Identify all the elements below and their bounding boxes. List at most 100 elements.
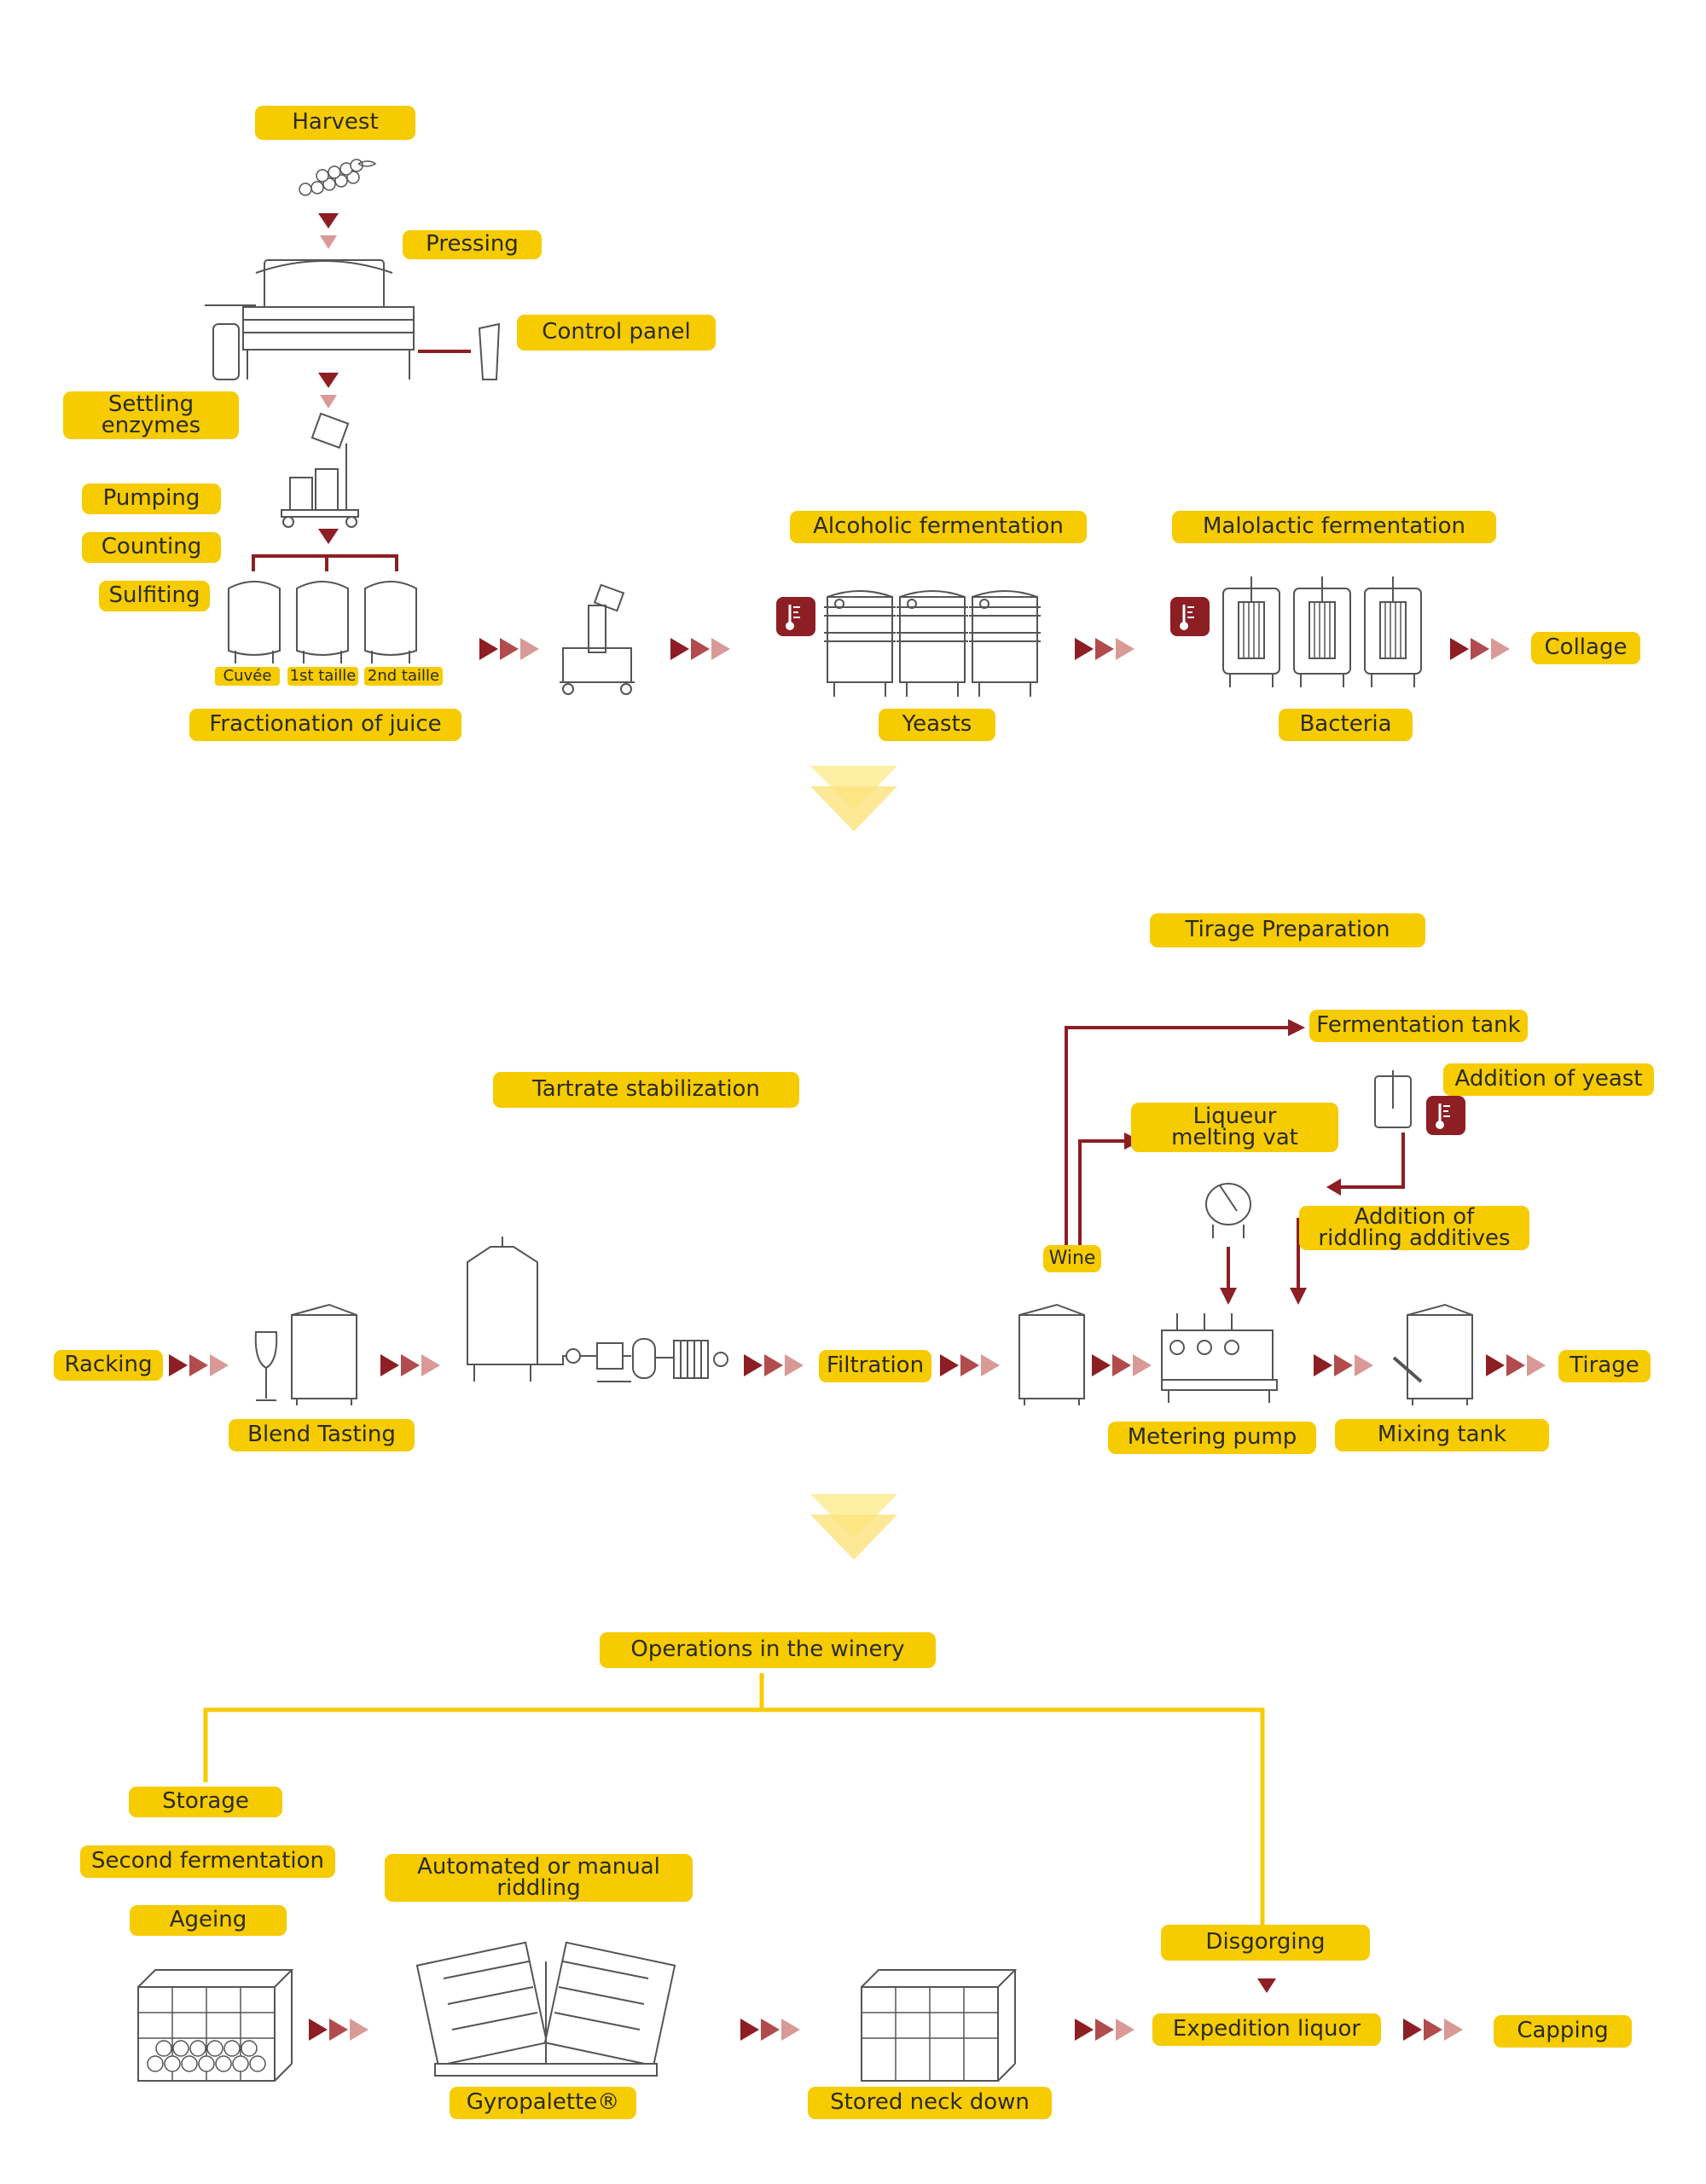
label-second-taille: 2nd taille (364, 667, 443, 686)
riddling-additives-connector (1341, 1133, 1405, 1189)
flow-arrow (380, 1354, 440, 1376)
flow-arrow (1075, 638, 1134, 660)
flow-arrow (1314, 1354, 1373, 1376)
bottle-stack (147, 2040, 266, 2072)
operations-branch-line (203, 1673, 1265, 1929)
blending-tank (291, 1304, 357, 1406)
section-separator-1 (810, 766, 897, 831)
label-metering-pump: Metering pump (1108, 1422, 1316, 1454)
label-addition-of-yeast: Addition of yeast (1443, 1063, 1654, 1096)
label-racking: Racking (54, 1350, 163, 1381)
label-settling-enzymes: Settling enzymes (63, 391, 239, 439)
flow-arrow (670, 638, 730, 660)
flow-arrow (1075, 2019, 1134, 2041)
label-liqueur-melting-vat: Liqueur melting vat (1131, 1103, 1338, 1152)
metering-pump-machine (1161, 1313, 1278, 1403)
wine-glass-icon (254, 1331, 278, 1401)
label-disgorging: Disgorging (1161, 1925, 1370, 1961)
arrow-head (1290, 1288, 1307, 1305)
label-cuvee: Cuvée (215, 667, 280, 686)
arrow-head (1288, 1019, 1305, 1036)
mixer-paddle (1392, 1356, 1423, 1383)
wine-tank (1018, 1304, 1085, 1406)
pump-cart (559, 583, 635, 695)
label-capping: Capping (1494, 2015, 1632, 2048)
control-panel-device (478, 322, 501, 380)
press-machine (205, 259, 415, 380)
flow-arrow (1092, 1354, 1152, 1376)
flow-down-arrow (318, 529, 339, 544)
label-storage: Storage (129, 1787, 282, 1817)
label-pumping: Pumping (82, 484, 221, 514)
arrow-head (1326, 1179, 1341, 1196)
label-wine: Wine (1043, 1245, 1101, 1272)
label-ageing: Ageing (130, 1905, 287, 1936)
mixing-tank-vessel (1407, 1304, 1473, 1406)
flow-down-arrow (320, 235, 337, 249)
flow-arrow (169, 1354, 229, 1376)
label-tirage-preparation: Tirage Preparation (1150, 913, 1425, 947)
label-pressing: Pressing (403, 230, 542, 259)
flow-arrow (479, 638, 539, 660)
label-mixing-tank: Mixing tank (1335, 1419, 1549, 1451)
wine-to-liqueur-vat-line-2 (1078, 1139, 1124, 1252)
section-3-winery (137, 1673, 1463, 2082)
label-harvest: Harvest (255, 106, 415, 140)
riddling-line-2: riddling (496, 1875, 581, 1901)
section-separator-2 (810, 1494, 897, 1560)
flow-down-arrow (318, 373, 339, 388)
riddling-additives-line-2: riddling additives (1318, 1225, 1511, 1251)
settling-line-1: Settling (107, 391, 194, 418)
section-2-tirage (169, 1019, 1546, 1406)
grapes-icon (299, 159, 377, 196)
tartrate-stabilization-unit (467, 1237, 728, 1382)
liqueur-line-2: melting vat (1171, 1125, 1298, 1150)
neck-down-cage (861, 1969, 1016, 2082)
liqueur-line-1: Liqueur (1192, 1104, 1277, 1130)
label-counting: Counting (82, 532, 221, 563)
label-sulfiting: Sulfiting (99, 581, 210, 611)
cuvee-tank (228, 581, 281, 664)
thermometer-icon (1425, 1094, 1467, 1137)
label-riddling: Automated or manual riddling (385, 1854, 693, 1902)
flow-arrow (309, 2019, 368, 2041)
flow-down-arrow (318, 213, 339, 229)
label-fractionation: Fractionation of juice (189, 709, 461, 741)
flow-arrow (940, 1354, 1000, 1376)
label-operations-in-the-winery: Operations in the winery (600, 1632, 936, 1668)
fractionation-bracket (252, 554, 398, 571)
thermometer-icon (1169, 595, 1211, 638)
label-first-taille: 1st taille (287, 667, 358, 686)
label-yeasts: Yeasts (879, 709, 995, 741)
fermentation-tank-2 (896, 590, 969, 698)
riddling-additives-line-1: Addition of (1354, 1204, 1475, 1231)
flow-arrow (1486, 1354, 1546, 1376)
riddling-line-1: Automated or manual (417, 1854, 660, 1880)
label-second-fermentation: Second fermentation (80, 1845, 335, 1878)
malolactic-tank-1 (1222, 576, 1280, 688)
settling-line-2: enzymes (101, 413, 201, 438)
label-bacteria: Bacteria (1279, 709, 1413, 741)
yeast-tank (1374, 1070, 1412, 1128)
flow-arrow (740, 2019, 800, 2041)
flow-arrow (1450, 638, 1510, 660)
label-expedition-liquor: Expedition liquor (1152, 2013, 1381, 2046)
section-1-vinification (205, 159, 1510, 698)
wine-to-fermentation-tank-line (1065, 1026, 1290, 1254)
label-gyropalette: Gyropalette® (450, 2087, 636, 2119)
thermometer-icon (775, 595, 817, 638)
label-fermentation-tank: Fermentation tank (1309, 1010, 1528, 1042)
first-taille-tank (296, 581, 349, 664)
label-malolactic-fermentation: Malolactic fermentation (1172, 511, 1496, 543)
label-collage: Collage (1531, 632, 1640, 664)
label-addition-of-riddling-additives: Addition of riddling additives (1299, 1206, 1529, 1250)
malolactic-tank-2 (1293, 576, 1351, 688)
gyropalette-machine (415, 1941, 676, 2077)
flow-down-arrow (320, 395, 337, 408)
label-tartrate-stabilization: Tartrate stabilization (493, 1072, 799, 1108)
label-stored-neck-down: Stored neck down (808, 2087, 1052, 2119)
wine-to-liqueur-vat-line (1080, 1141, 1119, 1254)
malolactic-tank-3 (1364, 576, 1422, 688)
label-control-panel: Control panel (517, 315, 716, 350)
